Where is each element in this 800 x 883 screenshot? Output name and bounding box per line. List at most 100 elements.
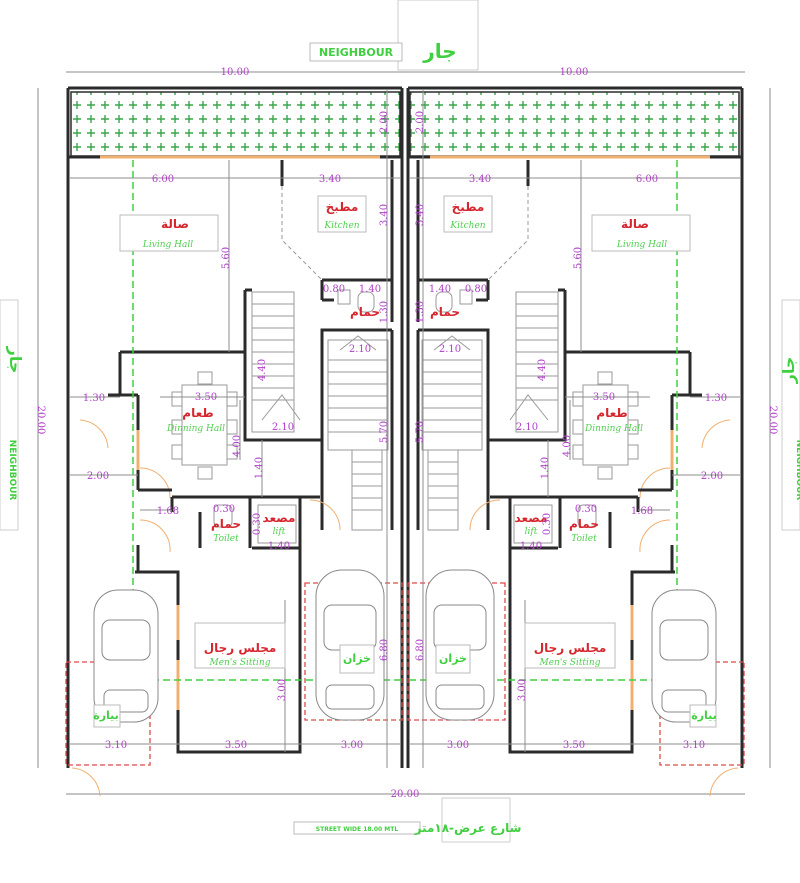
right-dim-2-10-b: 2.10: [516, 422, 538, 433]
left-bath-ar: حمام: [350, 305, 380, 320]
left-dim-5-60: 5.60: [221, 247, 232, 269]
right-dim-3-50: 3.50: [563, 740, 585, 751]
right-dim-5-70: 5.70: [415, 421, 426, 443]
left-wc-ar: حمام: [211, 517, 241, 532]
right-dim-3-50-dining: 3.50: [593, 392, 615, 403]
left-kitchen-en: Kitchen: [323, 221, 359, 231]
title-frame: [397, 0, 479, 71]
left-dim-2-10-a: 2.10: [349, 344, 371, 355]
right-dim-4-00: 4.00: [562, 435, 573, 457]
left-mens-ar-box: [194, 622, 286, 669]
street-ar: شارع عرض-١٨متر: [414, 821, 522, 835]
left-dim-1-40-v: 1.40: [254, 457, 265, 479]
left-parking-ar-box: [93, 704, 121, 728]
left-dim-3-00: 3.00: [341, 740, 363, 751]
top-half-width-right: 10.00: [560, 67, 589, 78]
left-dim-0-30: 0.30: [213, 504, 235, 515]
left-dim-3-50-dining: 3.50: [195, 392, 217, 403]
neighbour-ar: جار: [422, 39, 456, 63]
right-neighbour-ar: جار: [779, 357, 798, 385]
right-kitchen-en: Kitchen: [449, 221, 485, 231]
left-living-ar-box: [119, 214, 219, 252]
left-kitchen-ar-box: [317, 195, 367, 233]
right-dim-1-68: 1.68: [631, 506, 653, 517]
right-kitchen-ar: مطبخ: [452, 200, 485, 214]
left-dining-en: Dinning Hall: [166, 424, 225, 434]
right-parking-ar-box: [689, 704, 717, 728]
right-bath-ar: حمام: [430, 305, 460, 320]
left-lift-en: lift: [273, 527, 286, 537]
right-lift-en: lift: [525, 527, 538, 537]
neighbour-en: NEIGHBOUR: [319, 46, 394, 59]
right-dim-3-10: 3.10: [683, 740, 705, 751]
left-mens-en: Men's Sitting: [208, 658, 270, 668]
right-kitchen-ar-box: [443, 195, 493, 233]
right-parking-ar: بيارة: [691, 709, 717, 722]
left-kitchen-ar: مطبخ: [326, 200, 359, 214]
left-dim-4-00: 4.00: [232, 435, 243, 457]
right-tank-ar-box: [435, 644, 471, 674]
left-dim-1-30-v: 1.30: [379, 301, 390, 323]
right-mens-ar: مجلس رجال: [534, 641, 607, 655]
right-dim-5-60: 5.60: [573, 247, 584, 269]
right-wc-en: Toilet: [571, 534, 597, 544]
left-dim-6-00: 6.00: [152, 174, 174, 185]
right-dim-2-10-a: 2.10: [439, 344, 461, 355]
left-dining-ar: طعام: [182, 406, 213, 421]
right-dim-1-40-v: 1.40: [540, 457, 551, 479]
left-dim-1-30: 1.30: [83, 393, 105, 404]
right-living-ar: صالة: [621, 217, 649, 231]
right-mens-ar-box: [524, 622, 616, 669]
left-dim-1-40: 1.40: [268, 541, 290, 552]
total-depth-left: 20.00: [35, 406, 46, 435]
right-dim-3-40: 3.40: [469, 174, 491, 185]
neighbour-en-box: [309, 42, 403, 62]
left-neighbour-ar: جار: [6, 346, 25, 374]
right-dim-2-00: 2.00: [701, 471, 723, 482]
left-dim-3-10: 3.10: [105, 740, 127, 751]
right-living-en: Living Hall: [616, 240, 667, 250]
left-tank-ar: خزان: [343, 652, 371, 665]
right-neighbour-frame: [781, 299, 800, 531]
left-wc-en: Toilet: [213, 534, 239, 544]
left-lift-ar: مصعد: [263, 511, 296, 525]
right-dim-0-30-v: 0.30: [542, 513, 553, 535]
right-mens-en: Men's Sitting: [538, 658, 600, 668]
street-en-box: [293, 821, 421, 835]
left-dim-3-00-v: 3.00: [277, 679, 288, 701]
left-dim-1-68: 1.68: [157, 506, 179, 517]
right-dim-1-40: 1.40: [520, 541, 542, 552]
left-dim-0-30-v: 0.30: [252, 513, 263, 535]
total-width: 20.00: [391, 789, 420, 800]
left-living-ar: صالة: [161, 217, 189, 231]
right-dining-ar: طعام: [596, 406, 627, 421]
left-dim-3-50: 3.50: [225, 740, 247, 751]
left-dim-2-00-top: 2.00: [379, 111, 390, 133]
right-dim-0-80: 0.80: [465, 284, 487, 295]
left-dim-5-70: 5.70: [379, 421, 390, 443]
right-living-ar-box: [591, 214, 691, 252]
left-unit-plan: [64, 70, 404, 798]
left-dim-2-10-b: 2.10: [272, 422, 294, 433]
left-neighbour-frame: [0, 299, 19, 531]
right-dining-en: Dinning Hall: [584, 424, 643, 434]
left-dim-0-80: 0.80: [323, 284, 345, 295]
right-wc-ar: حمام: [569, 517, 599, 532]
right-lift-ar: مصعد: [515, 511, 548, 525]
right-dim-3-00: 3.00: [447, 740, 469, 751]
right-neighbour-en: NEIGHBOUR: [794, 440, 800, 501]
right-dim-6-80: 6.80: [415, 639, 426, 661]
total-depth-right: 20.00: [767, 406, 778, 435]
street-frame: [441, 797, 511, 843]
left-dim-6-80: 6.80: [379, 639, 390, 661]
left-dim-3-40-v: 3.40: [379, 204, 390, 226]
right-dim-0-30: 0.30: [575, 504, 597, 515]
left-dim-2-00: 2.00: [87, 471, 109, 482]
right-dim-1-30-v: 1.30: [415, 301, 426, 323]
left-mens-ar: مجلس رجال: [204, 641, 277, 655]
top-half-width-left: 10.00: [221, 67, 250, 78]
left-dim-4-40: 4.40: [257, 359, 268, 381]
right-tank-ar: خزان: [439, 652, 467, 665]
right-dim-6-00: 6.00: [636, 174, 658, 185]
